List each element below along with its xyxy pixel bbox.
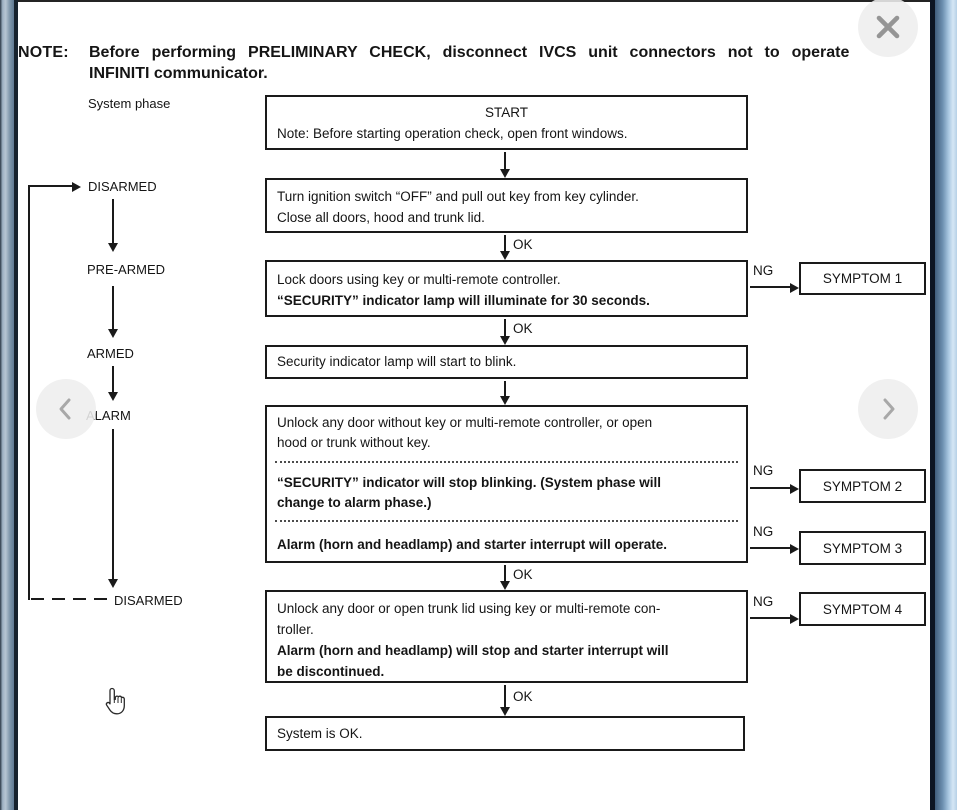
previous-image-button[interactable] bbox=[36, 379, 96, 439]
ignition-line2: Close all doors, hood and trunk lid. bbox=[277, 210, 485, 225]
loop-line-horizontal bbox=[28, 185, 72, 187]
close-button[interactable] bbox=[858, 0, 918, 57]
flow-arrow-1-head bbox=[500, 169, 510, 178]
phase-armed: ARMED bbox=[87, 346, 134, 361]
alarm-para2-line2: change to alarm phase.) bbox=[277, 495, 432, 510]
flow-arrow-6-head bbox=[500, 707, 510, 716]
ng-connector-4 bbox=[750, 617, 790, 619]
ng-connector-1 bbox=[750, 286, 790, 288]
close-icon bbox=[870, 9, 906, 45]
hand-cursor bbox=[103, 686, 127, 723]
right-frame-border bbox=[934, 0, 957, 810]
flow-box-system-ok: System is OK. bbox=[265, 716, 745, 751]
ng-connector-1-head bbox=[790, 282, 799, 293]
ok-label-4: OK bbox=[513, 689, 533, 704]
loop-arrowhead bbox=[72, 181, 81, 192]
symptom-1-box: SYMPTOM 1 bbox=[799, 262, 926, 295]
note-text-line2: INFINITI communicator. bbox=[89, 65, 268, 82]
flow-box-start: START Note: Before starting operation ch… bbox=[265, 95, 748, 150]
start-title: START bbox=[484, 105, 528, 120]
flow-box-lock: Lock doors using key or multi-remote con… bbox=[265, 260, 748, 317]
alarm-para2-line1: “SECURITY” indicator will stop blinking.… bbox=[277, 475, 662, 490]
ng-connector-2 bbox=[750, 487, 790, 489]
phase-arrow-2-head bbox=[108, 329, 118, 338]
ok-label-1: OK bbox=[513, 237, 533, 252]
flow-arrow-6 bbox=[504, 685, 506, 707]
phase-arrow-3 bbox=[112, 366, 114, 392]
ng-connector-4-head bbox=[790, 613, 799, 624]
symptom-4-box: SYMPTOM 4 bbox=[799, 592, 926, 626]
next-image-button[interactable] bbox=[858, 379, 918, 439]
phase-alarm: ALARM bbox=[86, 408, 131, 423]
ng-label-4: NG bbox=[753, 594, 774, 609]
flow-box-blink: Security indicator lamp will start to bl… bbox=[265, 345, 748, 379]
chevron-right-icon bbox=[872, 393, 904, 425]
ng-label-2: NG bbox=[753, 463, 774, 478]
symptom-3-box: SYMPTOM 3 bbox=[799, 531, 926, 565]
phase-pre-armed: PRE-ARMED bbox=[87, 262, 166, 277]
flow-arrow-4-head bbox=[500, 396, 510, 405]
disarm-para2-line2: be discontinued. bbox=[277, 664, 385, 679]
lock-line1: Lock doors using key or multi-remote con… bbox=[277, 272, 561, 287]
phase-arrow-3-head bbox=[108, 392, 118, 401]
ng-connector-3-head bbox=[790, 543, 799, 554]
flow-arrow-1 bbox=[504, 152, 506, 169]
disarm-para1-line2: troller. bbox=[277, 622, 314, 637]
flow-arrow-2-head bbox=[500, 251, 510, 260]
alarm-para3: Alarm (horn and headlamp) and starter in… bbox=[277, 537, 668, 552]
phase-arrow-4 bbox=[112, 429, 114, 579]
phase-arrow-1 bbox=[112, 199, 114, 243]
lock-line2: “SECURITY” indicator lamp will illuminat… bbox=[277, 293, 650, 308]
flow-box-disarm: Unlock any door or open trunk lid using … bbox=[265, 590, 748, 683]
flow-arrow-5 bbox=[504, 565, 506, 581]
flow-arrow-3 bbox=[504, 319, 506, 336]
flow-box-ignition: Turn ignition switch “OFF” and pull out … bbox=[265, 178, 748, 233]
ng-label-1: NG bbox=[753, 263, 774, 278]
flow-arrow-2 bbox=[504, 235, 506, 251]
page-top-edge bbox=[17, 0, 930, 2]
ok-label-3: OK bbox=[513, 567, 533, 582]
phase-disarmed-bottom: DISARMED bbox=[114, 593, 183, 608]
system-ok-line1: System is OK. bbox=[277, 726, 363, 741]
flow-arrow-5-head bbox=[500, 581, 510, 590]
ng-label-3: NG bbox=[753, 524, 774, 539]
alarm-para1-line2: hood or trunk without key. bbox=[277, 435, 431, 450]
alarm-divider-1 bbox=[275, 461, 738, 463]
flow-arrow-3-head bbox=[500, 336, 510, 345]
ng-connector-3 bbox=[750, 547, 790, 549]
alarm-divider-2 bbox=[275, 520, 738, 522]
loop-line-vertical bbox=[28, 186, 30, 600]
phase-arrow-2 bbox=[112, 286, 114, 329]
chevron-left-icon bbox=[50, 393, 82, 425]
disarm-para2-line1: Alarm (horn and headlamp) will stop and … bbox=[277, 643, 669, 658]
ok-label-2: OK bbox=[513, 321, 533, 336]
phase-arrow-1-head bbox=[108, 243, 118, 252]
phase-disarmed-top: DISARMED bbox=[88, 179, 157, 194]
right-frame-edge bbox=[930, 0, 935, 810]
loop-line-dashed bbox=[31, 598, 109, 600]
start-note: Note: Before starting operation check, o… bbox=[277, 126, 628, 141]
flow-arrow-4 bbox=[504, 381, 506, 396]
flow-box-alarm: Unlock any door without key or multi-rem… bbox=[265, 405, 748, 563]
symptom-2-box: SYMPTOM 2 bbox=[799, 469, 926, 503]
left-frame-border bbox=[0, 0, 14, 810]
ng-connector-2-head bbox=[790, 483, 799, 494]
left-frame-edge bbox=[14, 0, 18, 810]
note-text-line1: Before performing PRELIMINARY CHECK, dis… bbox=[89, 44, 850, 61]
blink-line1: Security indicator lamp will start to bl… bbox=[277, 354, 517, 369]
system-phase-label: System phase bbox=[88, 96, 171, 111]
phase-arrow-4-head bbox=[108, 579, 118, 588]
disarm-para1-line1: Unlock any door or open trunk lid using … bbox=[277, 601, 661, 616]
alarm-para1-line1: Unlock any door without key or multi-rem… bbox=[277, 415, 653, 430]
ignition-line1: Turn ignition switch “OFF” and pull out … bbox=[277, 189, 639, 204]
note-label: NOTE: bbox=[18, 44, 69, 61]
